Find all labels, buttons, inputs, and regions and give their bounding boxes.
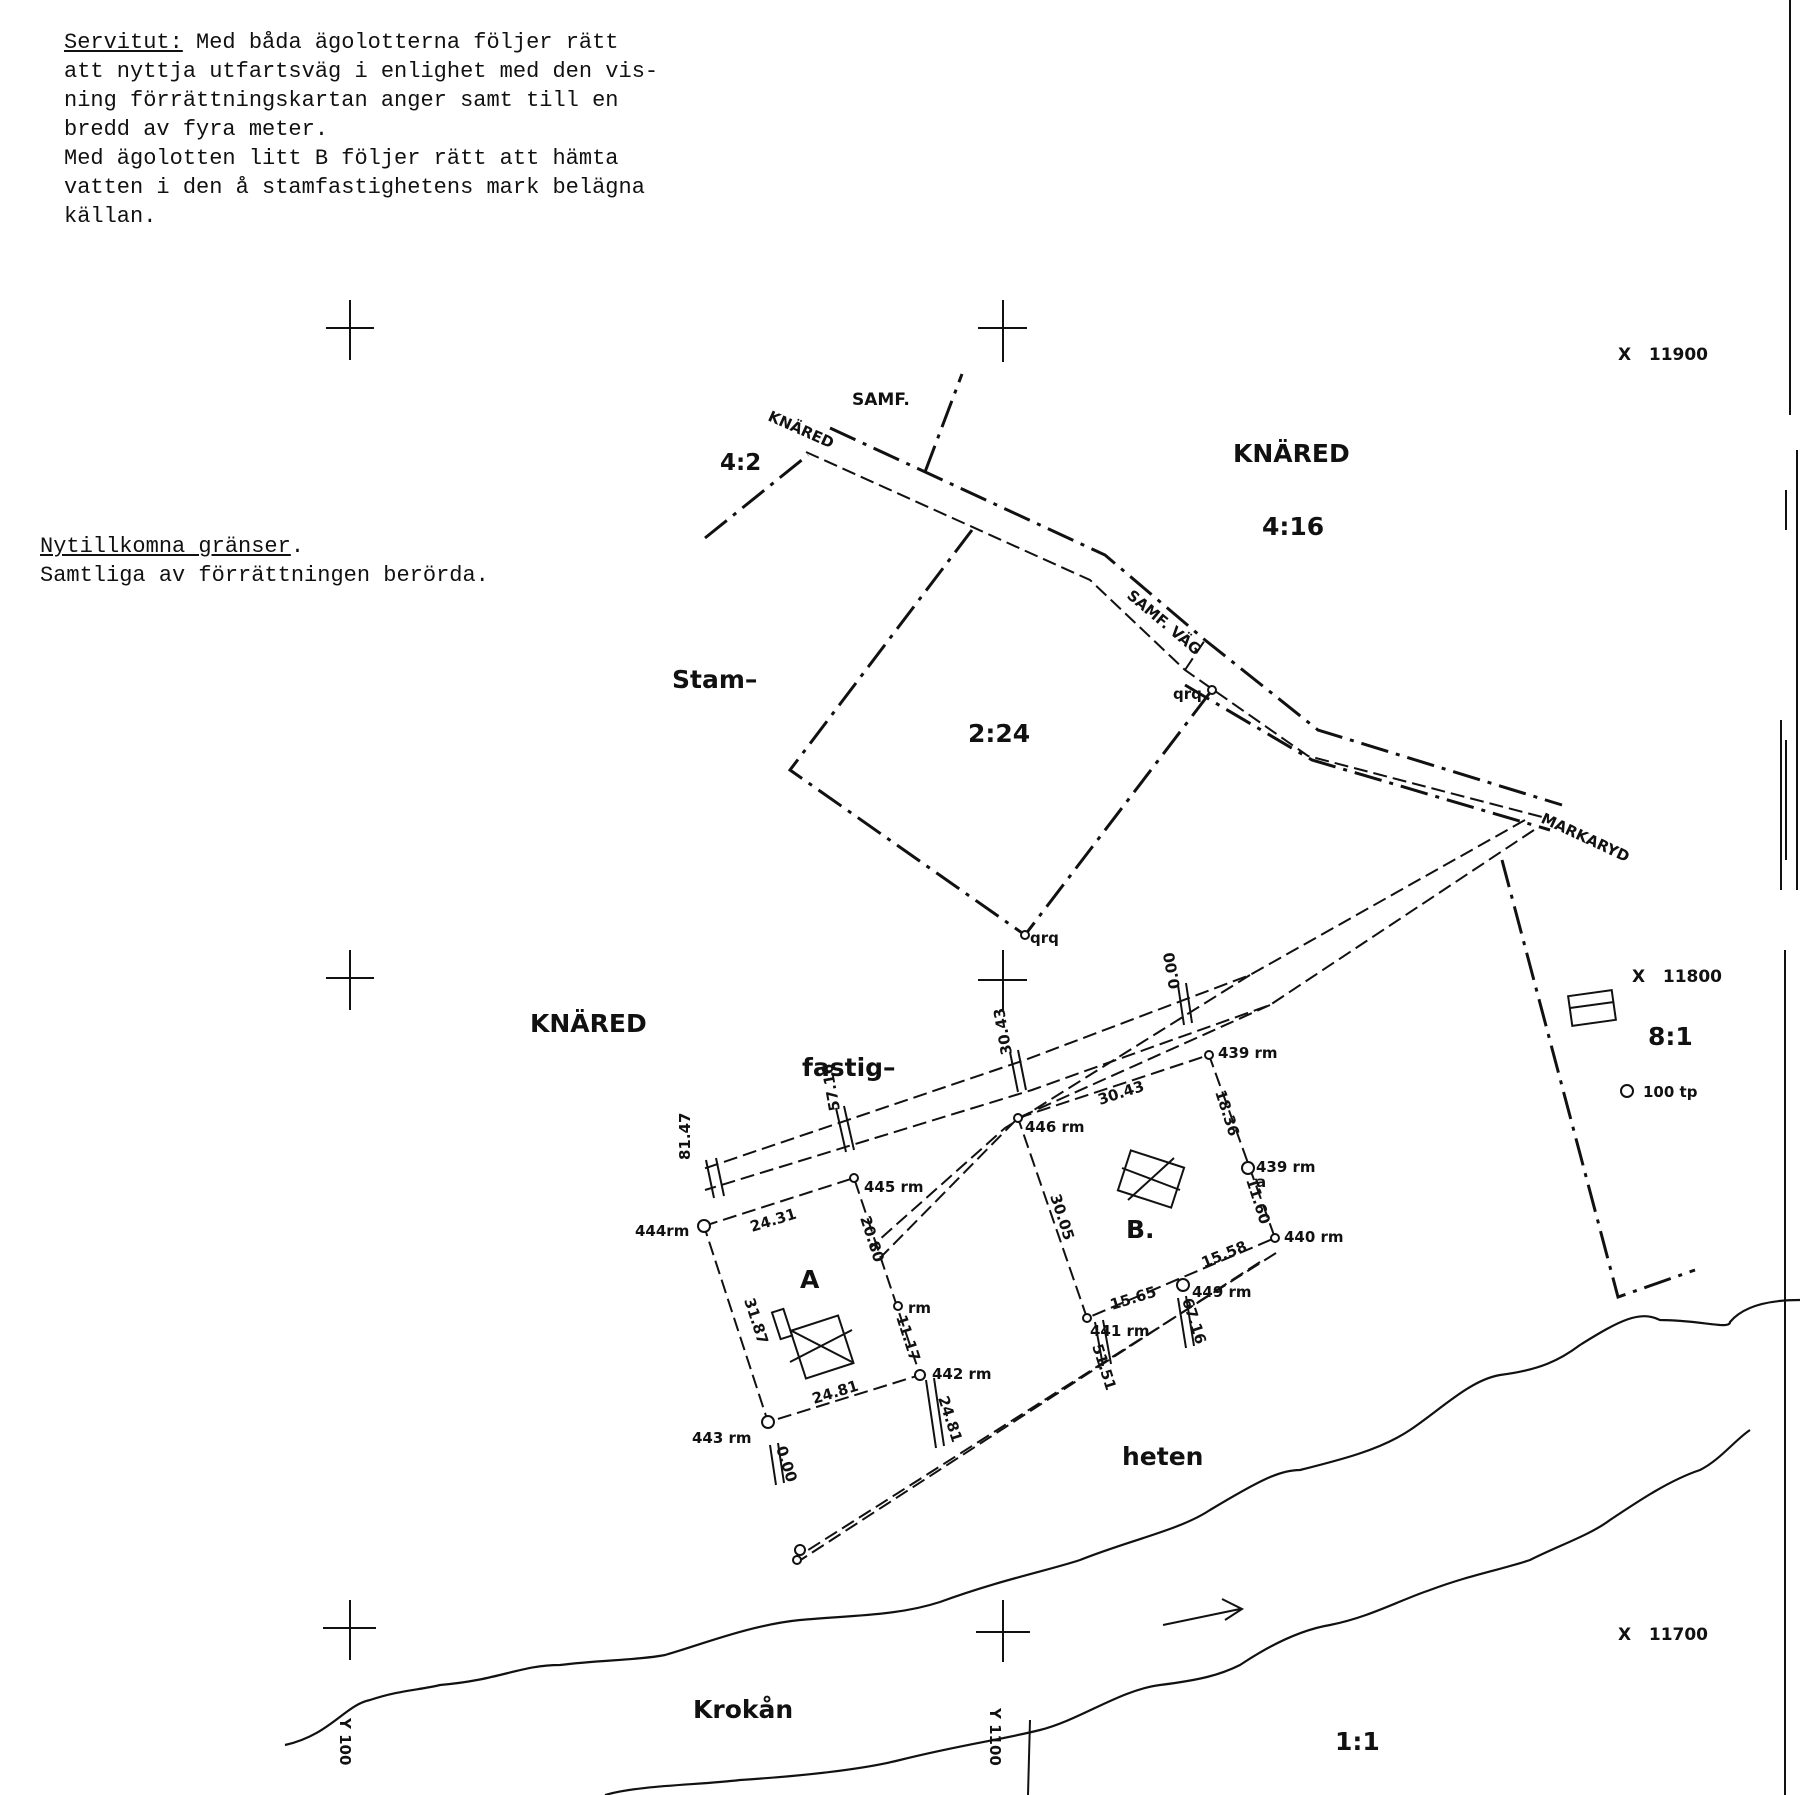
grid-x-11800: X 11800: [1632, 967, 1722, 987]
road-knared: [704, 373, 1563, 832]
point-439-b: 439 rm: [1256, 1158, 1316, 1176]
measure-24-81-a: 24.81: [810, 1377, 861, 1408]
measure-15-58: 15.58: [1199, 1237, 1250, 1271]
grid-crosses: [323, 300, 1030, 1662]
point-445: 445 rm: [864, 1178, 924, 1196]
point-442: 442 rm: [932, 1365, 992, 1383]
point-449: 449 rm: [1192, 1283, 1252, 1301]
measure-67-16: 67.16: [1178, 1296, 1210, 1347]
measure-0-00-a: 0.00: [772, 1444, 801, 1485]
label-knared-ne: KNÄRED: [1233, 438, 1350, 468]
servitut-line-3: ning förrättningskartan anger samt till …: [64, 88, 619, 113]
measure-20-80: 20.80: [856, 1214, 888, 1265]
gransar-heading: Nytillkomna gränser: [40, 534, 291, 559]
measure-18-36: 18.36: [1211, 1088, 1243, 1139]
measurement-ticks: [705, 982, 1195, 1486]
point-440: 440 rm: [1284, 1228, 1344, 1246]
point-441: 441 rm: [1090, 1322, 1150, 1340]
label-markaryd: MARKARYD: [1538, 809, 1632, 866]
label-knared-w: KNÄRED: [530, 1008, 647, 1038]
measure-30-43-a: 30.43: [990, 1007, 1016, 1057]
house-b-icon: [1116, 1149, 1186, 1209]
servitut-line-1: Med båda ägolotterna följer rätt: [182, 30, 619, 55]
measure-0-00-b: 0.00: [1160, 951, 1184, 991]
measure-30-43-b: 30.43: [1096, 1077, 1147, 1109]
point-446: 446 rm: [1025, 1118, 1085, 1136]
label-tp-100: 100 tp: [1643, 1083, 1698, 1101]
access-road: [699, 819, 1535, 1565]
parcel-8-1-boundary: [1500, 859, 1696, 1299]
house-a-icon: [770, 1307, 855, 1380]
river-krokan: [284, 1298, 1801, 1795]
servitut-heading: Servitut:: [64, 30, 183, 55]
parcel-2-24-boundary: [787, 529, 1217, 940]
label-parcel-4-2: 4:2: [720, 450, 761, 476]
measure-81-47: 81.47: [676, 1113, 694, 1160]
margin-lines: [1780, 0, 1798, 1795]
label-rm-a: rm: [908, 1299, 931, 1317]
label-parcel-8-1: 8:1: [1648, 1022, 1693, 1051]
point-439-a: 439 rm: [1218, 1044, 1278, 1062]
measure-24-81-b: 24.81: [934, 1394, 966, 1445]
label-qrq-2: qrq: [1030, 929, 1059, 947]
measure-31-87: 31.87: [740, 1296, 772, 1347]
label-lot-a: A: [800, 1265, 820, 1294]
grid-x-11900: X 11900: [1618, 345, 1708, 365]
servitut-line-7: källan.: [64, 204, 157, 229]
label-parcel-1-1: 1:1: [1335, 1727, 1380, 1756]
label-stam: Stam–: [672, 665, 757, 694]
lot-a-boundary: [697, 1173, 926, 1429]
measure-11-17: 11.17: [892, 1313, 924, 1364]
lot-b-boundary: [1013, 1050, 1280, 1323]
label-a-mark: a: [1256, 1173, 1266, 1191]
grid-y-1100: Y 1100: [986, 1707, 1004, 1766]
point-444: 444rm: [635, 1222, 689, 1240]
label-fastig: fastig–: [802, 1053, 896, 1082]
measure-24-31: 24.31: [748, 1205, 799, 1236]
servitut-line-2: att nyttja utfartsväg i enlighet med den…: [64, 59, 659, 84]
measure-30-05: 30.05: [1046, 1192, 1078, 1243]
servitut-line-4: bredd av fyra meter.: [64, 117, 329, 142]
servitut-note: Servitut: Med båda ägolotterna följer rä…: [64, 28, 658, 231]
grid-y-100: Y 100: [336, 1717, 354, 1765]
label-qrq-1: qrq: [1173, 685, 1202, 703]
measure-51-51: 51.51: [1088, 1342, 1120, 1393]
servitut-line-5: Med ägolotten litt B följer rätt att häm…: [64, 146, 619, 171]
label-parcel-2-24: 2:24: [968, 719, 1030, 748]
label-heten: heten: [1122, 1442, 1203, 1471]
point-443: 443 rm: [692, 1429, 752, 1447]
tp-point-icon: [1620, 1084, 1634, 1098]
label-knared-road: KNÄRED: [765, 406, 837, 452]
label-lot-b: B.: [1126, 1215, 1155, 1244]
label-parcel-4-16: 4:16: [1262, 512, 1324, 541]
servitut-line-6: vatten i den å stamfastighetens mark bel…: [64, 175, 645, 200]
measure-11-60: 11.60: [1242, 1176, 1274, 1227]
label-krokan: Krokån: [693, 1695, 793, 1724]
label-samf-top: SAMF.: [852, 390, 910, 410]
grid-x-11700: X 11700: [1618, 1625, 1708, 1645]
gransar-note: Nytillkomna gränser. Samtliga av förrätt…: [40, 534, 489, 588]
measure-15-65: 15.65: [1108, 1283, 1159, 1314]
gransar-line: Samtliga av förrättningen berörda.: [40, 563, 489, 588]
